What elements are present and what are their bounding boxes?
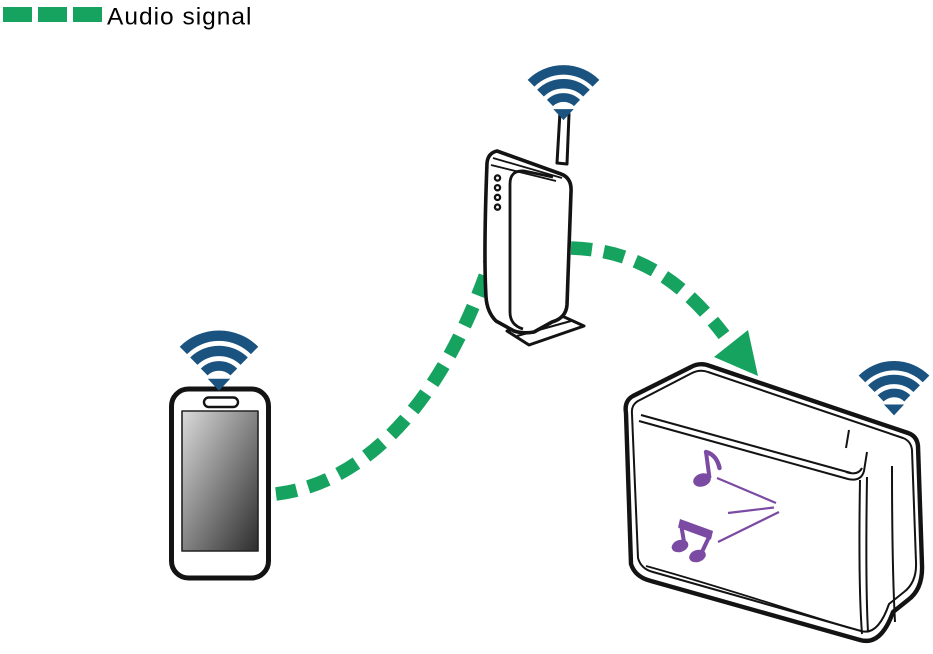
eighth-note	[693, 449, 722, 487]
audio-signal-legend: Audio signal	[3, 4, 252, 31]
wifi-icon-speaker	[862, 366, 926, 416]
wifi-icon-router	[531, 70, 596, 120]
note-ray	[716, 476, 777, 505]
phone-earpiece	[202, 396, 240, 409]
audio-signal-path-phone-router	[275, 259, 497, 501]
audio-signal-path-router-speaker	[570, 241, 758, 376]
signal-arrowhead	[714, 330, 758, 376]
speaker-side-edges	[858, 465, 896, 635]
legend-dash	[38, 7, 67, 22]
note-ray	[727, 506, 775, 515]
wireless-speaker	[623, 362, 925, 644]
router-top-ridges	[490, 157, 563, 182]
router-led	[493, 183, 502, 192]
speaker-inner-outline	[630, 369, 918, 633]
wireless-router	[483, 110, 586, 347]
note-ray	[717, 511, 780, 543]
speaker-top-face-edge	[638, 414, 868, 481]
beamed-notes	[671, 519, 713, 563]
router-led	[493, 193, 502, 202]
smartphone	[169, 386, 271, 581]
legend-dash	[3, 7, 32, 22]
wifi-icon-phone	[183, 336, 254, 391]
legend-dash	[73, 7, 102, 22]
router-antenna	[555, 110, 571, 166]
music-notes-icon	[671, 449, 780, 563]
router-led	[493, 203, 502, 211]
router-led	[493, 174, 502, 182]
router-body	[483, 149, 573, 335]
router-led-lights	[493, 174, 502, 211]
legend-label: Audio signal	[107, 4, 252, 31]
phone-screen	[181, 410, 259, 552]
speaker-bottom-edge-line	[645, 565, 851, 629]
sound-rays	[716, 476, 780, 543]
